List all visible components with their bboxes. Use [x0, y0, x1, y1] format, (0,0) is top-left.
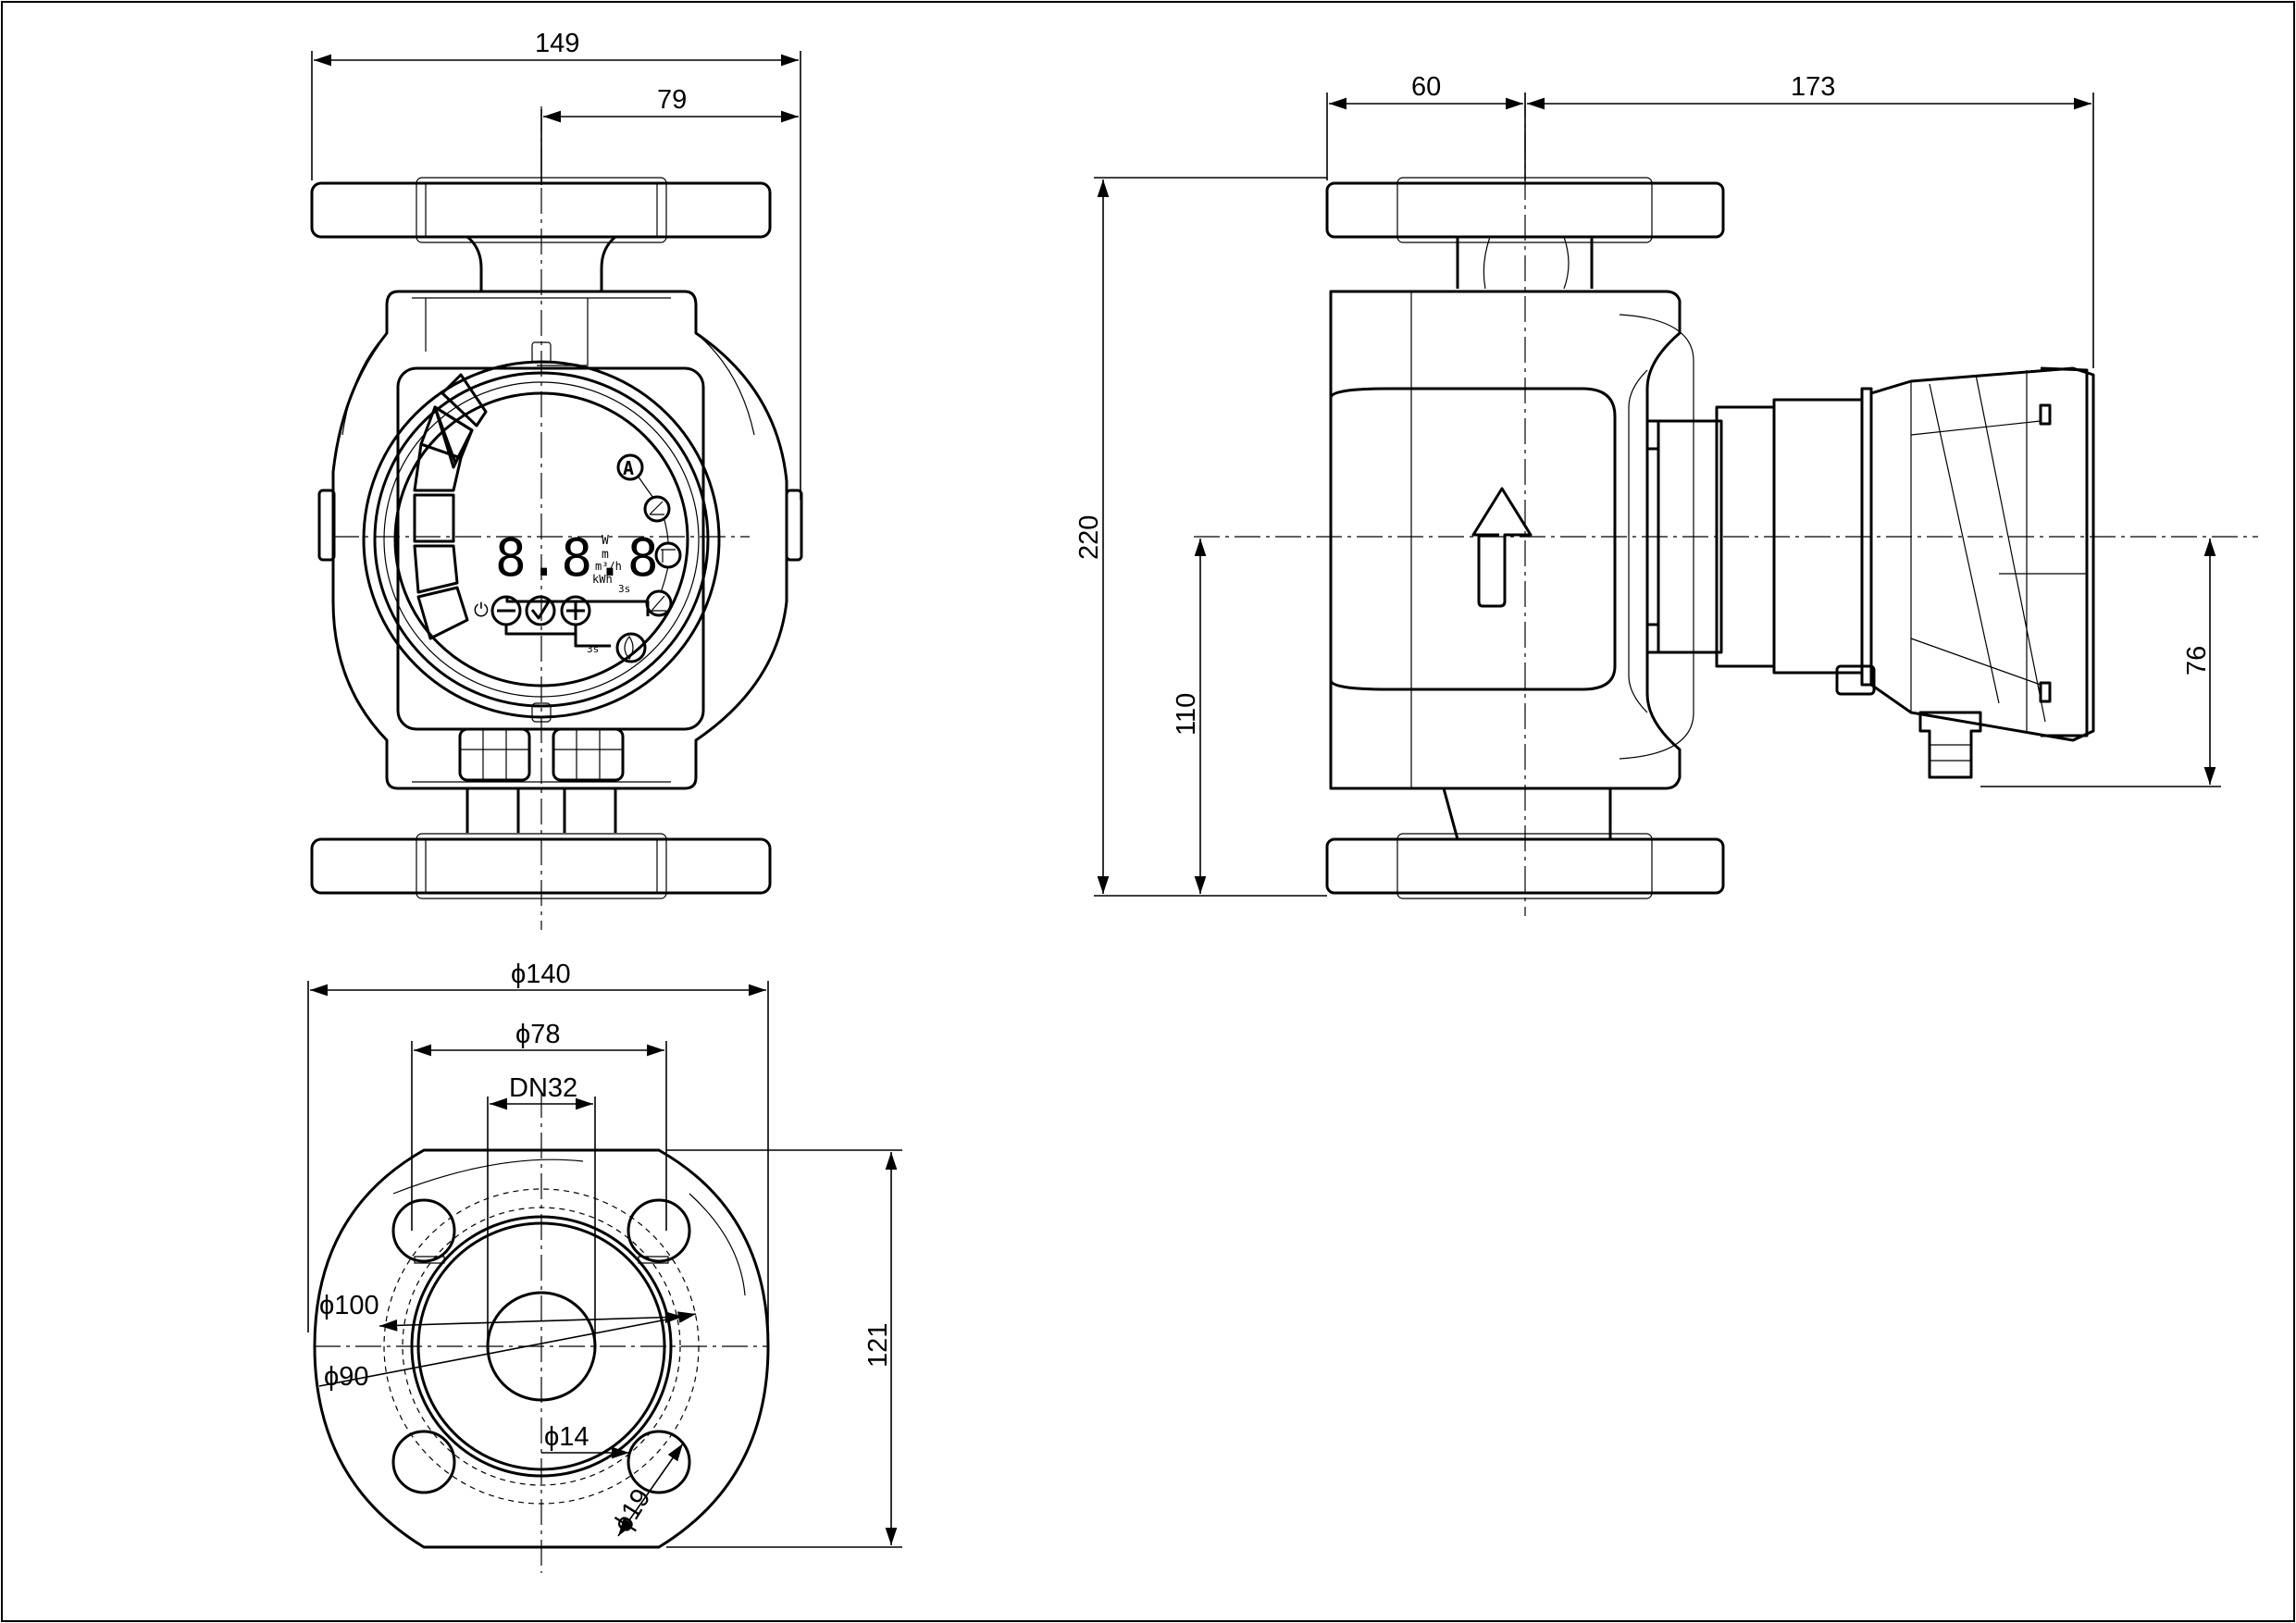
dim-220: 220 [1074, 515, 1104, 560]
flange-view: ϕ140 ϕ78 DN32 ϕ100 ϕ90 ϕ14 ϕ19 121 [307, 960, 902, 1573]
dim-d14: ϕ14 [544, 1422, 590, 1452]
dim-line-d90 [318, 1311, 697, 1387]
flange-outline [313, 1148, 770, 1549]
power-icon: ⏻ [474, 599, 489, 621]
dim-76: 76 [2182, 646, 2212, 675]
confirm-button[interactable] [525, 595, 556, 626]
unit-m3h-label: m³/h [595, 560, 622, 573]
dim-149: 149 [535, 29, 579, 58]
dim-79: 79 [657, 85, 687, 115]
bolt-hole-br [627, 1430, 691, 1494]
motor [1645, 387, 1873, 687]
mode-proportional-icon[interactable] [643, 495, 671, 523]
dim-line-d100 [379, 1311, 684, 1332]
flow-direction-arrow [1471, 487, 1533, 608]
dim-173: 173 [1791, 72, 1835, 102]
timer-3s-label-b: 3s [587, 643, 599, 655]
bolt-hole-bl [391, 1430, 456, 1494]
unit-w-label: W [602, 534, 609, 548]
dim-d90: ϕ90 [324, 1362, 369, 1392]
dim-line-d19 [617, 1443, 684, 1537]
dim-d78: ϕ78 [515, 1020, 561, 1049]
bottom-flange [310, 833, 772, 899]
segment-display: 8.8.8 [495, 528, 661, 588]
night-mode-button[interactable] [615, 632, 647, 663]
dim-d140: ϕ140 [511, 960, 571, 989]
timer-3s-label: 3s [618, 583, 630, 595]
dim-d100: ϕ100 [319, 1291, 379, 1320]
side-bottom-flange [1325, 837, 1725, 895]
dim-60: 60 [1411, 72, 1441, 102]
side-top-flange [1325, 181, 1725, 239]
dim-dn32: DN32 [509, 1073, 577, 1103]
control-head: 8.8.8 W m m³/h kWh A 3s ⏻ [362, 341, 721, 731]
mode-auto-label: A [623, 457, 634, 479]
mode-curve-icon[interactable] [645, 589, 673, 617]
mode-auto-icon[interactable] [616, 453, 644, 481]
front-view: 8.8.8 W m m³/h kWh A 3s ⏻ [310, 29, 803, 930]
bolt-hole-tr [627, 1198, 691, 1263]
pump-housing [317, 290, 803, 790]
bolt-hole-tl [391, 1198, 456, 1263]
unit-kwh-label: kWh [592, 573, 613, 586]
dim-121: 121 [863, 1323, 893, 1368]
cable-gland [1918, 711, 1982, 779]
electronics-box [1835, 366, 2095, 779]
side-view: 60 173 220 110 76 [1074, 72, 2258, 916]
bar-graph-indicator [413, 373, 488, 640]
cable-glands-front [458, 727, 625, 833]
raised-face [410, 1215, 673, 1478]
dim-110: 110 [1172, 693, 1201, 736]
unit-m-label: m [602, 548, 609, 562]
